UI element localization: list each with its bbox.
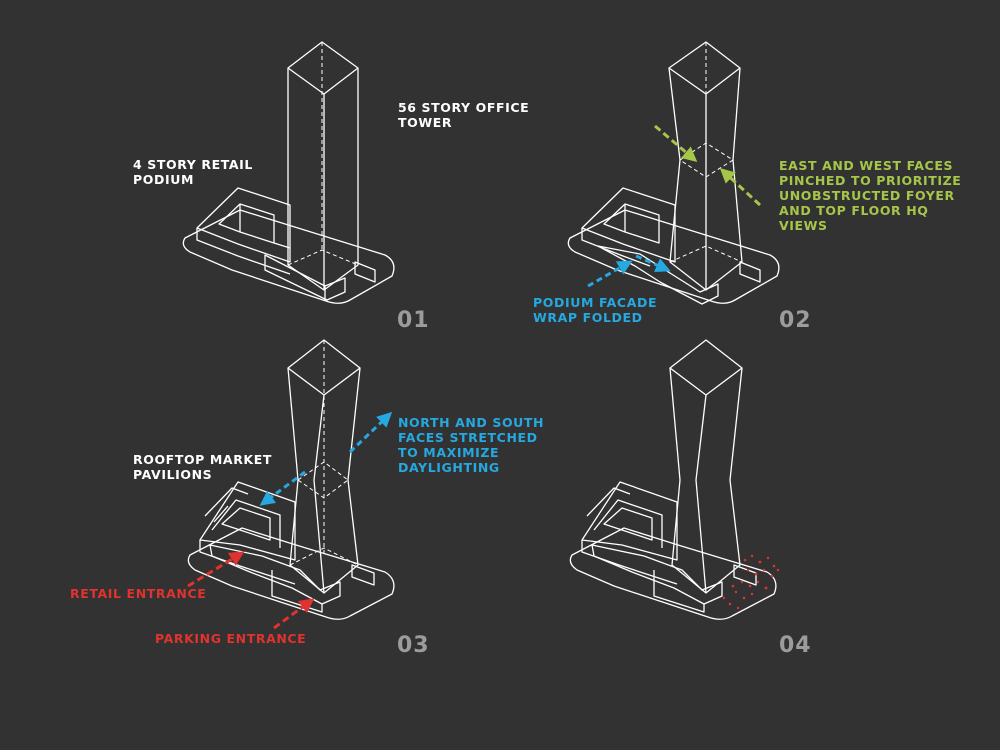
- arrow-west-face: [719, 167, 762, 207]
- arrow-podium-fold-a: [587, 260, 633, 288]
- label-retail-entrance: RETAIL ENTRANCE: [70, 586, 207, 601]
- label-retail-podium: 4 STORY RETAIL PODIUM: [133, 157, 253, 187]
- panel-04-drawing: [569, 339, 777, 620]
- site-outline: [567, 209, 780, 304]
- podium-final: [581, 481, 757, 613]
- site-outline: [569, 527, 777, 620]
- site-outline: [187, 527, 395, 620]
- tower-straight: [287, 41, 359, 291]
- label-podium-facade: PODIUM FACADE WRAP FOLDED: [533, 295, 658, 325]
- step-number-04: 04: [779, 633, 812, 658]
- tower-pinched-stretched: [287, 339, 361, 594]
- arrow-east-face: [654, 124, 698, 162]
- landscape-planting: [722, 554, 780, 610]
- arrow-parking-entrance: [273, 598, 315, 630]
- step-number-01: 01: [397, 308, 430, 333]
- panel-03-drawing: [187, 339, 395, 620]
- podium-with-pavilions: [199, 481, 375, 613]
- tower-pinched: [668, 41, 743, 291]
- podium: [196, 187, 376, 301]
- panel-01-drawing: [182, 41, 395, 304]
- label-office-tower: 56 STORY OFFICE TOWER: [398, 100, 530, 130]
- label-north-south-faces: NORTH AND SOUTH FACES STRETCHED TO MAXIM…: [398, 415, 545, 475]
- arrow-podium-fold-b: [635, 254, 671, 273]
- arrow-north-face: [348, 411, 393, 454]
- arrow-south-face: [259, 470, 306, 506]
- step-number-02: 02: [779, 308, 812, 333]
- site-outline: [182, 209, 395, 304]
- label-rooftop-pavilions: ROOFTOP MARKET PAVILIONS: [133, 452, 272, 482]
- step-number-03: 03: [397, 633, 430, 658]
- label-east-west-faces: EAST AND WEST FACES PINCHED TO PRIORITIZ…: [779, 158, 962, 233]
- tower-final: [669, 339, 743, 594]
- panel-02-drawing: [567, 41, 780, 305]
- label-parking-entrance: PARKING ENTRANCE: [155, 631, 307, 646]
